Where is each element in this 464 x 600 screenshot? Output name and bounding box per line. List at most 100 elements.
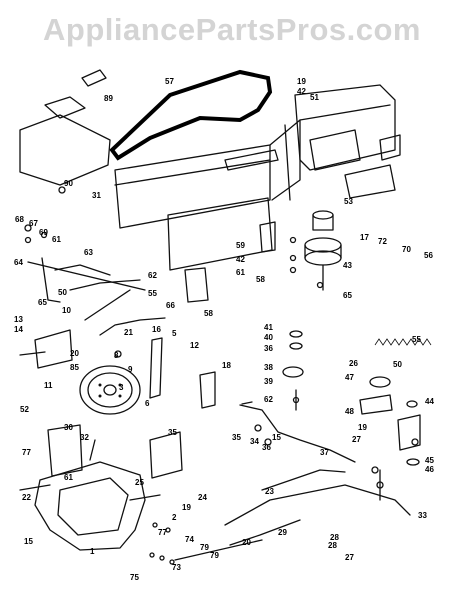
- callout: 50: [58, 288, 67, 297]
- callout: 45: [425, 456, 434, 465]
- callout: 75: [130, 573, 139, 582]
- callout: 27: [345, 553, 354, 562]
- drive-pulley: [79, 365, 141, 415]
- callout: 39: [264, 377, 273, 386]
- callout: 58: [256, 275, 265, 284]
- callout: 79: [210, 551, 219, 560]
- callout: 8: [114, 351, 119, 360]
- callout: 12: [190, 341, 199, 350]
- callout: 10: [62, 306, 71, 315]
- callout: 73: [172, 563, 181, 572]
- callout: 47: [345, 373, 354, 382]
- callout: 17: [360, 233, 369, 242]
- callout: 15: [24, 537, 33, 546]
- callout: 66: [166, 301, 175, 310]
- callout: 63: [84, 248, 93, 257]
- callout: 19: [297, 77, 306, 86]
- callout: 77: [158, 528, 167, 537]
- callout: 62: [148, 271, 157, 280]
- transaxle: [19, 439, 161, 551]
- callout: 79: [200, 543, 209, 552]
- callout: 16: [152, 325, 161, 334]
- callout: 37: [320, 448, 329, 457]
- linkage-arms: [19, 257, 166, 369]
- callout: 21: [124, 328, 133, 337]
- callout: 46: [425, 465, 434, 474]
- callout: 51: [310, 93, 319, 102]
- callout: 11: [44, 381, 53, 390]
- callout: 70: [402, 245, 411, 254]
- callout: 26: [349, 359, 358, 368]
- callout: 3: [119, 383, 124, 392]
- callout: 56: [424, 251, 433, 260]
- callout: 59: [236, 241, 245, 250]
- callout: 31: [92, 191, 101, 200]
- callout: 48: [345, 407, 354, 416]
- callout: 27: [352, 435, 361, 444]
- callout: 13: [14, 315, 23, 324]
- callout: 85: [70, 363, 79, 372]
- callout: 9: [128, 365, 133, 374]
- callout: 6: [145, 399, 150, 408]
- callout: 42: [297, 87, 306, 96]
- callout: 61: [236, 268, 245, 277]
- callout: 30: [64, 423, 73, 432]
- callout: 44: [425, 397, 434, 406]
- callout: 90: [64, 179, 73, 188]
- watermark-text: AppliancePartsPros.com: [43, 12, 421, 47]
- callout: 19: [358, 423, 367, 432]
- fasteners: [24, 186, 419, 565]
- callout: 20: [70, 349, 79, 358]
- callout: 5: [172, 329, 177, 338]
- callout: 57: [165, 77, 174, 86]
- callout: 34: [250, 437, 259, 446]
- callout: 64: [14, 258, 23, 267]
- shift-rod: [174, 401, 411, 561]
- callout: 18: [222, 361, 231, 370]
- callout: 65: [38, 298, 47, 307]
- callout: 23: [265, 487, 274, 496]
- callout: 65: [343, 291, 352, 300]
- callout: 43: [343, 261, 352, 270]
- callout: 33: [418, 511, 427, 520]
- callout: 69: [39, 228, 48, 237]
- callout: 61: [52, 235, 61, 244]
- callout: 36: [262, 443, 271, 452]
- callout: 55: [412, 335, 421, 344]
- callout: 20: [242, 538, 251, 547]
- callout: 55: [148, 289, 157, 298]
- callout: 15: [272, 433, 281, 442]
- callout-labels: 57 19 42 51 89 90 31 68 67 69 61 64 65 5…: [14, 77, 434, 582]
- callout: 28: [328, 541, 337, 550]
- callout: 38: [264, 363, 273, 372]
- callout: 41: [264, 323, 273, 332]
- callout: 50: [393, 360, 402, 369]
- callout: 35: [168, 428, 177, 437]
- callout: 25: [135, 478, 144, 487]
- callout: 1: [90, 547, 95, 556]
- callout: 89: [104, 94, 113, 103]
- callout: 68: [15, 215, 24, 224]
- brackets: [47, 69, 276, 479]
- callout: 40: [264, 333, 273, 342]
- callout: 35: [232, 433, 241, 442]
- callout: 67: [29, 219, 38, 228]
- callout: 36: [264, 344, 273, 353]
- callout: 58: [204, 309, 213, 318]
- callout: 61: [64, 473, 73, 482]
- callout: 19: [182, 503, 191, 512]
- idler-assembly: [282, 330, 421, 501]
- callout: 74: [185, 535, 194, 544]
- callout: 72: [378, 237, 387, 246]
- callout: 32: [80, 433, 89, 442]
- callout: 2: [172, 513, 177, 522]
- callout: 62: [264, 395, 273, 404]
- tractor-frame: [19, 84, 401, 271]
- callout: 24: [198, 493, 207, 502]
- callout: 28: [330, 533, 339, 542]
- callout: 77: [22, 448, 31, 457]
- callout: 42: [236, 255, 245, 264]
- drive-belt: [109, 69, 273, 161]
- tension-spring: [374, 338, 432, 346]
